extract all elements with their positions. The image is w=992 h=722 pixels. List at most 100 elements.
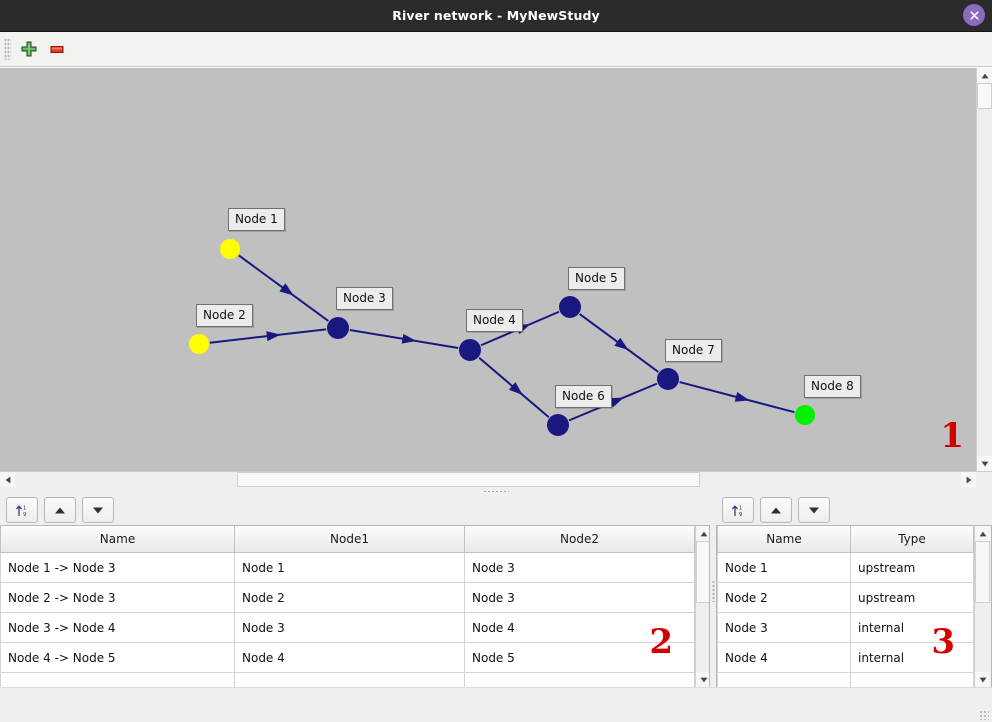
table-cell[interactable]: Node 1 -> Node 3 [0,552,235,583]
graph-node-label[interactable]: Node 5 [568,267,625,290]
table-cell[interactable]: Node 3 -> Node 4 [0,612,235,643]
graph-node[interactable] [795,405,815,425]
graph-node-label[interactable]: Node 2 [196,304,253,327]
canvas-horizontal-scrollbar[interactable] [0,471,992,487]
table-cell[interactable]: Node 4 [234,642,465,673]
table-cell[interactable]: Node 2 -> Node 3 [0,582,235,613]
column-header[interactable]: Node2 [464,526,695,553]
horizontal-splitter[interactable] [0,487,992,495]
graph-node-label[interactable]: Node 6 [555,385,612,408]
scroll-left-arrow[interactable] [0,472,15,487]
nodes-sort-button[interactable]: 1 9 [722,497,754,523]
reaches-vscroll-thumb[interactable] [696,541,709,603]
table-cell[interactable]: Node 2 [717,582,851,613]
nodes-move-up-button[interactable] [760,497,792,523]
reaches-move-up-button[interactable] [44,497,76,523]
graph-node-label[interactable]: Node 4 [466,309,523,332]
canvas-vertical-scrollbar[interactable] [976,68,992,471]
reaches-move-down-button[interactable] [82,497,114,523]
edge-arrow-icon [614,337,629,351]
table-cell[interactable]: internal [850,642,974,673]
graph-node[interactable] [220,239,240,259]
toolbar-drag-handle[interactable] [4,38,11,60]
table-cell[interactable]: Node 1 [717,552,851,583]
edge-arrow-icon [734,392,750,402]
graph-node[interactable] [459,339,481,361]
table-cell[interactable]: Node 5 [464,642,695,673]
graph-node-label[interactable]: Node 8 [804,375,861,398]
table-cell[interactable]: internal [850,612,974,643]
graph-node[interactable] [559,296,581,318]
window-resize-grip[interactable] [979,710,989,720]
column-header[interactable]: Type [850,526,974,553]
svg-text:9: 9 [739,512,742,518]
chevron-left-icon [5,476,10,483]
table-cell[interactable]: Node 4 [717,642,851,673]
scroll-down-arrow[interactable] [977,456,992,471]
column-header[interactable]: Name [717,526,851,553]
reaches-scroll-up-arrow[interactable] [696,526,709,541]
graph-node[interactable] [189,334,209,354]
nodes-toolbar: 1 9 [716,495,992,525]
column-header[interactable]: Node1 [234,526,465,553]
table-cell[interactable]: Node 3 [464,582,695,613]
delete-node-button[interactable] [43,35,71,63]
canvas-hscroll-thumb[interactable] [237,472,700,487]
graph-node-label[interactable]: Node 7 [665,339,722,362]
canvas-vscroll-thumb[interactable] [977,83,992,109]
nodes-move-down-button[interactable] [798,497,830,523]
column-header[interactable]: Name [0,526,235,553]
graph-node-label[interactable]: Node 3 [336,287,393,310]
table-cell[interactable]: Node 3 [717,612,851,643]
table-cell[interactable]: Node 4 -> Node 5 [0,642,235,673]
move-up-icon [55,507,65,513]
table-cell[interactable]: Node 3 [234,612,465,643]
move-down-icon [809,507,819,513]
sort-icon: 1 9 [731,505,742,518]
nodes-scroll-down-arrow[interactable] [975,672,990,687]
chevron-up-icon [700,531,707,536]
graph-node[interactable] [657,368,679,390]
reaches-vertical-scrollbar[interactable] [695,526,709,687]
vertical-splitter[interactable] [710,495,716,687]
table-cell[interactable]: Node 4 [464,612,695,643]
add-node-button[interactable] [15,35,43,63]
table-cell[interactable]: upstream [850,552,974,583]
reaches-sort-button[interactable]: 1 9 [6,497,38,523]
table-cell[interactable]: upstream [850,582,974,613]
river-network-graph[interactable] [0,68,976,471]
table-cell[interactable]: Node 2 [234,582,465,613]
reaches-scroll-down-arrow[interactable] [696,672,709,687]
graph-node[interactable] [327,317,349,339]
scroll-right-arrow[interactable] [961,472,976,487]
nodes-vscroll-thumb[interactable] [975,541,990,603]
graph-node-label[interactable]: Node 1 [228,208,285,231]
graph-node[interactable] [547,414,569,436]
annotation-1: 1 [940,419,964,453]
nodes-vertical-scrollbar[interactable] [974,526,991,687]
chevron-right-icon [966,476,971,483]
network-canvas[interactable]: Node 1 Node 2 Node 3 Node 4 Node 5 Node 6 Node… [0,67,992,471]
table-cell[interactable]: Node 1 [234,552,465,583]
nodes-scroll-up-arrow[interactable] [975,526,990,541]
chevron-down-icon [979,677,986,682]
close-icon[interactable] [963,4,985,26]
add-node-icon [21,41,37,57]
scroll-up-arrow[interactable] [977,68,992,83]
table-cell[interactable]: Node 3 [464,552,695,583]
